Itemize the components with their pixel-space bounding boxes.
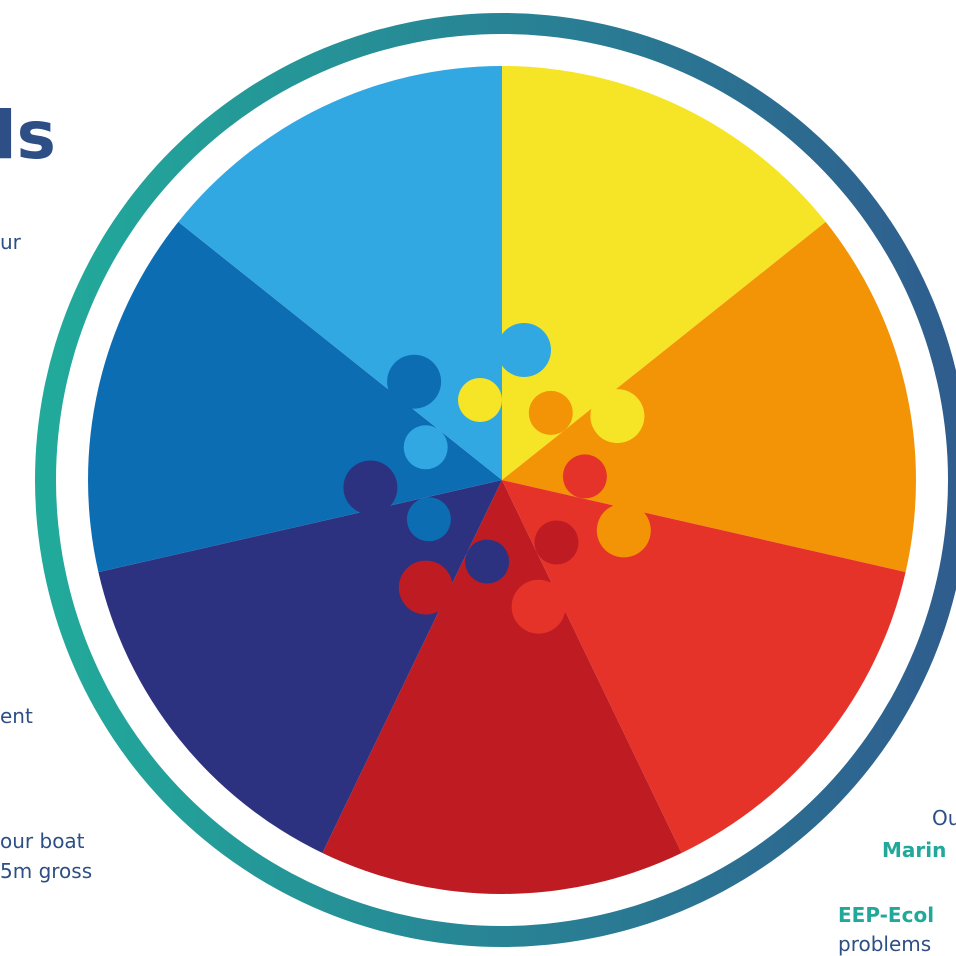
puzzle-notch-navy (465, 539, 510, 584)
puzzle-tab-mid-blue (387, 354, 442, 409)
side-text-line: Marin (882, 838, 947, 862)
puzzle-tab-dark-red (398, 560, 453, 615)
puzzle-notch-dark-red (534, 520, 579, 565)
segment-orange (502, 221, 916, 573)
puzzle-tab-yellow (590, 389, 645, 444)
puzzle-notch-light-blue (403, 425, 448, 470)
body-text-line: ent (0, 704, 33, 728)
body-text-line: our boat (0, 829, 85, 853)
side-text-line: problems (838, 932, 932, 956)
puzzle-notch-yellow (458, 378, 502, 422)
segment-navy (98, 480, 503, 853)
puzzle-tab-orange (596, 503, 651, 558)
puzzle-notch-orange (528, 390, 573, 435)
side-text-line: EEP-Ecol (838, 903, 935, 927)
segment-red (502, 480, 906, 853)
segment-yellow (502, 66, 826, 480)
puzzle-notch-red (562, 454, 607, 499)
puzzle-tab-light-blue (497, 323, 551, 377)
puzzle-tab-red (511, 579, 566, 634)
segment-dark-red (322, 480, 682, 894)
puzzle-tab-navy (343, 460, 398, 515)
segment-mid-blue (88, 221, 502, 573)
puzzle-notch-mid-blue (406, 497, 451, 542)
wheel-segments (88, 66, 916, 894)
body-text-line: 5m gross (0, 859, 93, 883)
side-text-line: Ou (932, 806, 956, 830)
intro-text-line: ur (0, 230, 21, 254)
page-title: ls (0, 97, 56, 174)
